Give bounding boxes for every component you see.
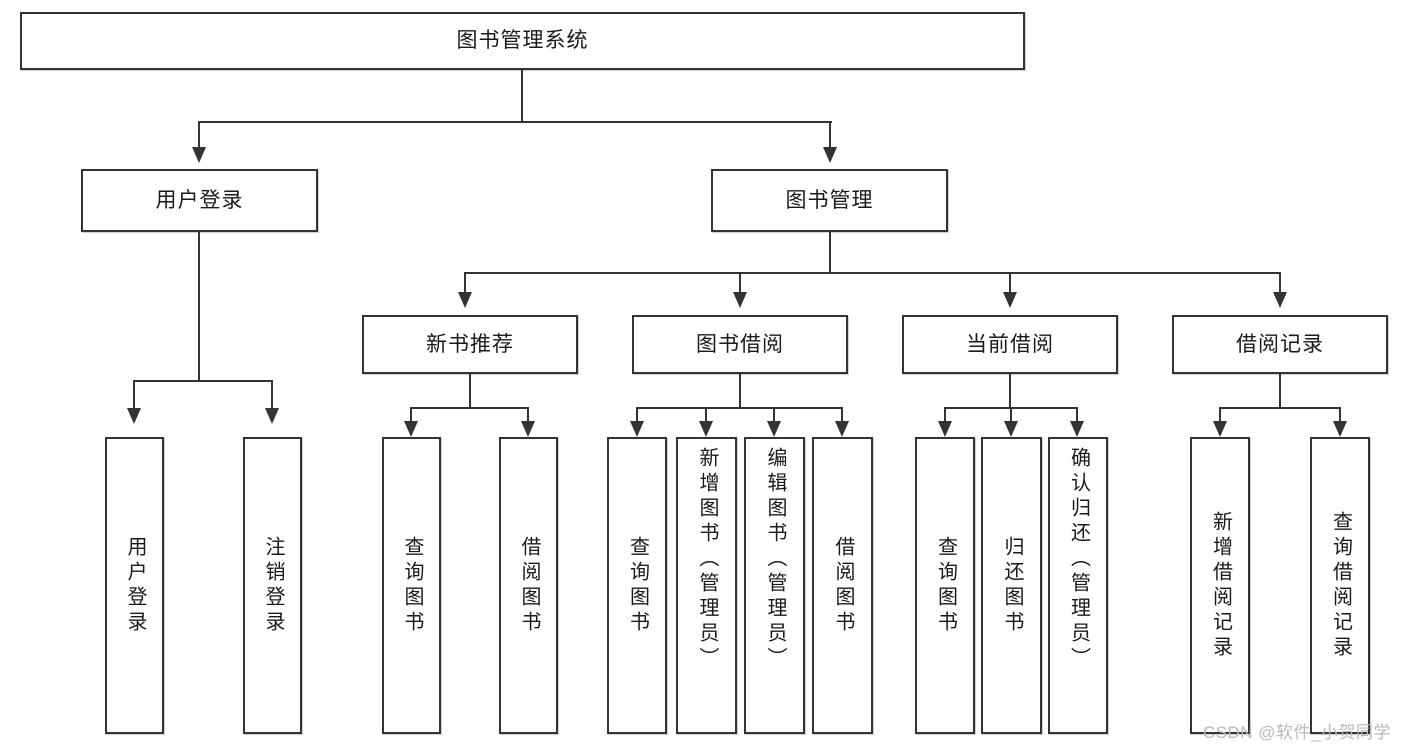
node-leaf-query-record-label: 查询借阅记录 [1329,510,1352,661]
node-current-borrow[interactable]: 当前借阅 [902,315,1118,374]
node-root-label: 图书管理系统 [456,29,589,53]
connector-book-manage-to-new-book-rec [464,272,466,294]
node-leaf-borrow-book-a[interactable]: 借阅图书 [499,437,558,734]
node-leaf-edit-book-label: 编辑图书（管理员） [764,447,786,672]
arrowhead-leaf-query-book-a [404,421,418,437]
node-borrow-record-label: 借阅记录 [1236,332,1324,356]
node-user-login[interactable]: 用户登录 [81,169,318,232]
connector-user-login-bus [133,380,271,382]
node-leaf-logout[interactable]: 注销登录 [243,437,302,734]
connector-new-book-rec-bus [410,407,529,409]
connector-new-book-rec-to-leaf-1 [410,407,412,425]
connector-current-borrow-to-leaf-2 [1010,407,1012,425]
connector-root-to-user-login [198,121,200,149]
connector-borrow-record-stem [1279,374,1281,408]
node-leaf-logout-label: 注销登录 [262,535,284,636]
node-leaf-edit-book[interactable]: 编辑图书（管理员） [744,437,805,734]
arrowhead-leaf-add-record [1213,421,1227,437]
connector-current-borrow-to-leaf-3 [1076,407,1078,425]
connector-new-book-rec-stem [469,374,471,408]
node-leaf-add-book[interactable]: 新增图书（管理员） [676,437,737,734]
node-book-manage-label: 图书管理 [785,188,874,212]
node-leaf-confirm-return[interactable]: 确认归还（管理员） [1048,437,1108,734]
arrowhead-book-borrow [733,292,747,308]
connector-root-to-book-manage [829,121,831,149]
connector-root-stem [521,70,523,122]
connector-book-borrow-to-leaf-2 [705,407,707,425]
arrowhead-borrow-record [1273,292,1287,308]
node-leaf-return-book-label: 归还图书 [1001,535,1023,636]
node-leaf-query-book-a[interactable]: 查询图书 [382,437,441,734]
arrowhead-leaf-confirm-return [1070,421,1084,437]
node-leaf-add-record-label: 新增借阅记录 [1209,510,1232,661]
connector-user-login-to-leaf-user-login [133,380,135,410]
arrowhead-leaf-user-login [127,408,141,424]
arrowhead-leaf-return-book [1004,421,1018,437]
connector-borrow-record-to-leaf-2 [1339,407,1341,425]
arrowhead-leaf-query-book-c [938,421,952,437]
arrowhead-leaf-query-record [1333,421,1347,437]
node-leaf-add-record[interactable]: 新增借阅记录 [1190,437,1250,734]
arrowhead-root-to-user-login [192,147,206,163]
node-new-book-rec-label: 新书推荐 [426,332,514,356]
node-leaf-borrow-book-b[interactable]: 借阅图书 [812,437,873,734]
node-leaf-user-login-label: 用户登录 [124,535,146,636]
arrowhead-leaf-edit-book [767,421,781,437]
connector-current-borrow-to-leaf-1 [944,407,946,425]
connector-book-manage-bus [464,272,1280,274]
connector-book-borrow-to-leaf-4 [841,407,843,425]
arrowhead-leaf-query-book-b [630,421,644,437]
node-book-manage[interactable]: 图书管理 [711,169,948,232]
connector-borrow-record-to-leaf-1 [1219,407,1221,425]
node-leaf-query-book-b-label: 查询图书 [626,535,649,636]
connector-book-manage-to-current-borrow [1009,272,1011,294]
arrowhead-leaf-borrow-book-b [835,421,849,437]
connector-book-manage-to-book-borrow [739,272,741,294]
node-leaf-query-book-c[interactable]: 查询图书 [915,437,975,734]
connector-user-login-to-leaf-logout [271,380,273,410]
node-leaf-query-record[interactable]: 查询借阅记录 [1310,437,1370,734]
node-root[interactable]: 图书管理系统 [20,12,1025,70]
node-leaf-query-book-a-label: 查询图书 [401,535,423,636]
node-leaf-query-book-c-label: 查询图书 [934,535,957,636]
node-leaf-query-book-b[interactable]: 查询图书 [607,437,667,734]
connector-user-login-stem [198,232,200,381]
node-user-login-label: 用户登录 [155,188,244,212]
connector-book-borrow-to-leaf-3 [773,407,775,425]
arrowhead-leaf-borrow-book-a [521,421,535,437]
node-leaf-confirm-return-label: 确认归还（管理员） [1067,447,1090,672]
node-current-borrow-label: 当前借阅 [966,332,1054,356]
node-leaf-user-login[interactable]: 用户登录 [105,437,164,734]
connector-book-borrow-to-leaf-1 [636,407,638,425]
node-book-borrow[interactable]: 图书借阅 [632,315,848,374]
node-borrow-record[interactable]: 借阅记录 [1172,315,1388,374]
arrowhead-leaf-logout [265,408,279,424]
connector-book-manage-to-borrow-record [1279,272,1281,294]
node-leaf-borrow-book-b-label: 借阅图书 [832,535,854,636]
connector-book-borrow-bus [636,407,843,409]
arrowhead-new-book-rec [458,292,472,308]
connector-current-borrow-stem [1009,374,1011,408]
node-leaf-add-book-label: 新增图书（管理员） [696,447,718,672]
connector-root-bus [198,121,832,123]
arrowhead-root-to-book-manage [823,147,837,163]
node-leaf-return-book[interactable]: 归还图书 [981,437,1042,734]
connector-new-book-rec-to-leaf-2 [527,407,529,425]
connector-book-borrow-stem [739,374,741,408]
node-leaf-borrow-book-a-label: 借阅图书 [518,535,540,636]
connector-book-manage-stem [829,232,831,273]
node-new-book-rec[interactable]: 新书推荐 [362,315,578,374]
arrowhead-leaf-add-book [699,421,713,437]
arrowhead-current-borrow [1003,292,1017,308]
node-book-borrow-label: 图书借阅 [696,332,784,356]
connector-borrow-record-bus [1219,407,1341,409]
